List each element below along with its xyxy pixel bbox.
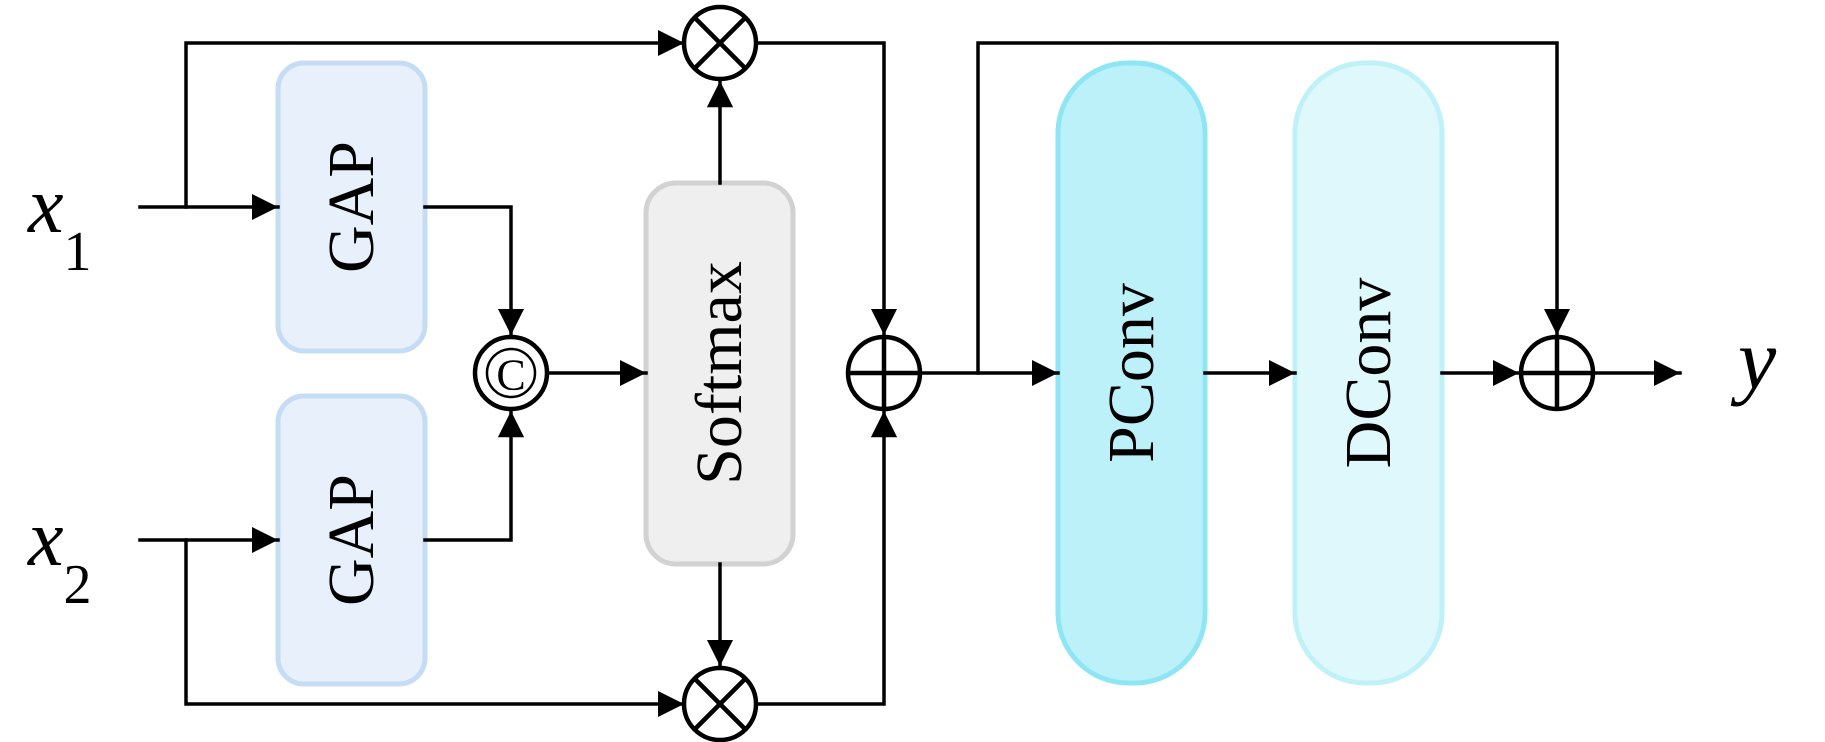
gap-top-label: GAP — [315, 141, 388, 273]
concat-op-label: C — [496, 351, 525, 400]
softmax-label: Softmax — [683, 261, 756, 485]
wire-gap-bottom-to-concat — [423, 409, 525, 542]
dconv-label: DConv — [1332, 278, 1405, 469]
wire-residual-skip — [976, 41, 1571, 375]
wire-x1-to-mul-top — [184, 29, 686, 209]
gap-bottom-label: GAP — [315, 474, 388, 606]
concat-op: C — [472, 334, 550, 412]
output-y-label: y — [1730, 311, 1777, 407]
add-op — [845, 334, 923, 412]
multiply-op-top — [681, 4, 759, 82]
input-x1-label: x1 — [27, 162, 92, 283]
wire-mul-top-to-add — [754, 41, 898, 337]
pconv-label: PConv — [1095, 283, 1168, 463]
input-x2-label: x2 — [27, 495, 92, 616]
wire-gap-top-to-concat — [423, 205, 525, 337]
wire-x2-to-mul-bottom — [184, 538, 686, 718]
multiply-op-bottom — [681, 665, 759, 742]
final-add-op — [1518, 334, 1596, 412]
wire-mul-bottom-to-add — [754, 409, 898, 706]
